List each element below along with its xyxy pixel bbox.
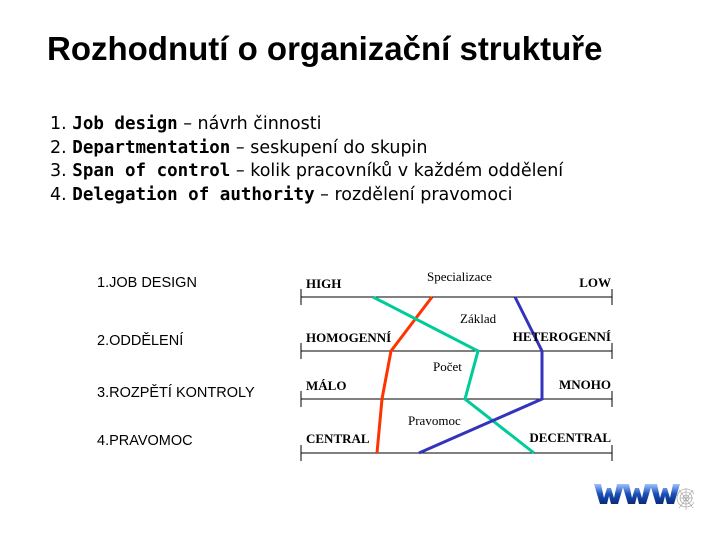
label-homogenni: HOMOGENNÍ xyxy=(306,330,391,345)
list-item: 2. Departmentation – seskupení do skupin xyxy=(50,137,428,158)
www-logo-icon xyxy=(594,484,694,510)
label-malo: MÁLO xyxy=(306,378,346,393)
list-item: 3. Span of control – kolik pracovníků v … xyxy=(50,161,564,181)
label-decentral: DECENTRAL xyxy=(529,430,611,445)
list-item: 1. Job design – návrh činnosti xyxy=(50,114,322,134)
row-label-oddeleni: 2.ODDĚLENÍ xyxy=(97,333,184,349)
line-label-pocet: Počet xyxy=(433,359,462,374)
scale-axes xyxy=(300,289,613,461)
list-item: 4. Delegation of authority – rozdělení p… xyxy=(50,184,513,205)
label-mnoho: MNOHO xyxy=(559,377,611,392)
row-label-rozpeti: 3.ROZPĚTÍ KONTROLY xyxy=(97,385,255,401)
line-label-zaklad: Základ xyxy=(460,311,497,326)
green-profile-line xyxy=(372,295,535,455)
row-label-job-design: 1.JOB DESIGN xyxy=(97,275,197,291)
decision-list: 1. Job design – návrh činnosti 2. Depart… xyxy=(50,113,563,207)
red-profile-line xyxy=(375,296,434,454)
row-label-pravomoc: 4.PRAVOMOC xyxy=(97,433,193,449)
page-title: Rozhodnutí o organizační struktuře xyxy=(47,30,603,67)
blue-profile-line xyxy=(418,296,544,455)
label-high: HIGH xyxy=(306,276,341,291)
label-low: LOW xyxy=(579,275,611,290)
label-central: CENTRAL xyxy=(306,431,370,446)
label-heterogenni: HETEROGENNÍ xyxy=(513,329,611,344)
line-label-specializace: Specializace xyxy=(427,269,492,284)
line-label-pravomoc: Pravomoc xyxy=(408,413,461,428)
